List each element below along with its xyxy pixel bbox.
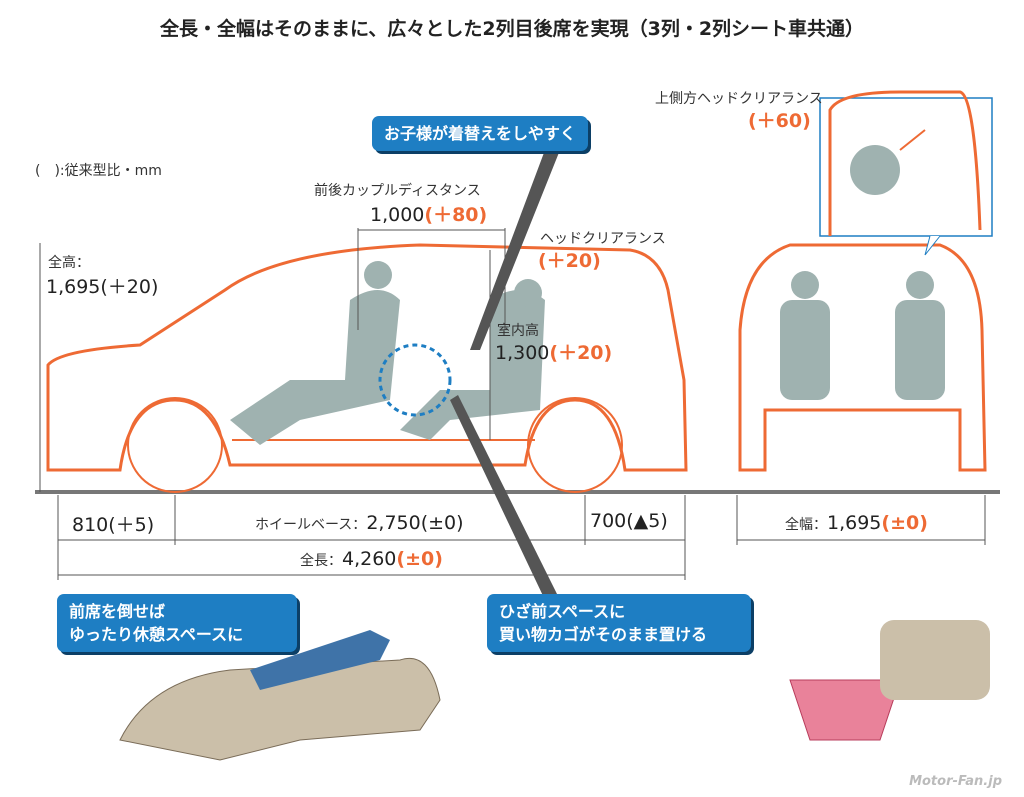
rear-overhang: 700(▲5) — [590, 510, 668, 532]
height-label: 全高： — [48, 255, 90, 271]
reclined-seat-illustration — [119, 658, 441, 761]
label: 全幅： — [785, 517, 827, 533]
upper-head-clearance-diff: (＋60) — [748, 110, 811, 132]
diff: (＋20) — [549, 342, 613, 364]
car-front-outline — [738, 243, 987, 472]
callout-kids: お子様が着替えをしやすく — [372, 116, 588, 151]
rear-wheel — [527, 397, 623, 493]
interior-height-label: 室内高 — [497, 323, 539, 339]
value: 4,260 — [342, 548, 397, 570]
callout-text: ゆったり休憩スペースに — [69, 625, 244, 644]
interior-height: 1,300(＋20) — [495, 338, 612, 365]
value: 1,000 — [370, 204, 425, 226]
diff: (±0) — [396, 548, 443, 570]
front-wheel — [127, 397, 223, 493]
basket-illustration — [789, 679, 901, 741]
diff: (±0) — [881, 512, 928, 534]
callout-text: 買い物カゴがそのまま置ける — [499, 625, 708, 644]
label: ホイールベース： — [255, 517, 367, 533]
front-view-seats — [780, 271, 945, 400]
callout-front-seat: 前席を倒せば ゆったり休憩スペースに — [57, 594, 297, 652]
value: 2,750(±0) — [366, 512, 464, 534]
callout-text: ひざ前スペースに — [499, 602, 626, 621]
head-clearance-inset — [819, 97, 993, 237]
value: 1,695 — [827, 512, 882, 534]
diff: (＋80) — [424, 204, 488, 226]
callout-text: 前席を倒せば — [69, 602, 166, 621]
car-side-outline — [46, 243, 688, 472]
wheelbase: ホイールベース：2,750(±0) — [255, 512, 464, 534]
callout-knee-space: ひざ前スペースに 買い物カゴがそのまま置ける — [487, 594, 751, 652]
length: 全長：4,260(±0) — [300, 548, 443, 570]
front-overhang: 810(＋5) — [72, 514, 155, 536]
knee-space-highlight — [378, 343, 452, 417]
upper-head-clearance-label: 上側方ヘッドクリアランス — [655, 91, 823, 107]
head-clearance-label: ヘッドクリアランス — [540, 231, 666, 247]
legend: ( ):従来型比・mm — [35, 163, 162, 179]
head-clearance-diff: (＋20) — [538, 250, 601, 272]
height-value: 1,695(＋20) — [46, 276, 159, 298]
label: 全長： — [300, 553, 342, 569]
couple-distance-label: 前後カップルディスタンス — [314, 183, 481, 199]
width: 全幅：1,695(±0) — [785, 512, 928, 534]
page-title: 全長・全幅はそのままに、広々とした2列目後席を実現（3列・2列シート車共通） — [159, 18, 865, 40]
couple-distance: 1,000(＋80) — [370, 200, 487, 227]
watermark: Motor-Fan.jp — [909, 774, 1002, 789]
value: 1,300 — [495, 342, 550, 364]
